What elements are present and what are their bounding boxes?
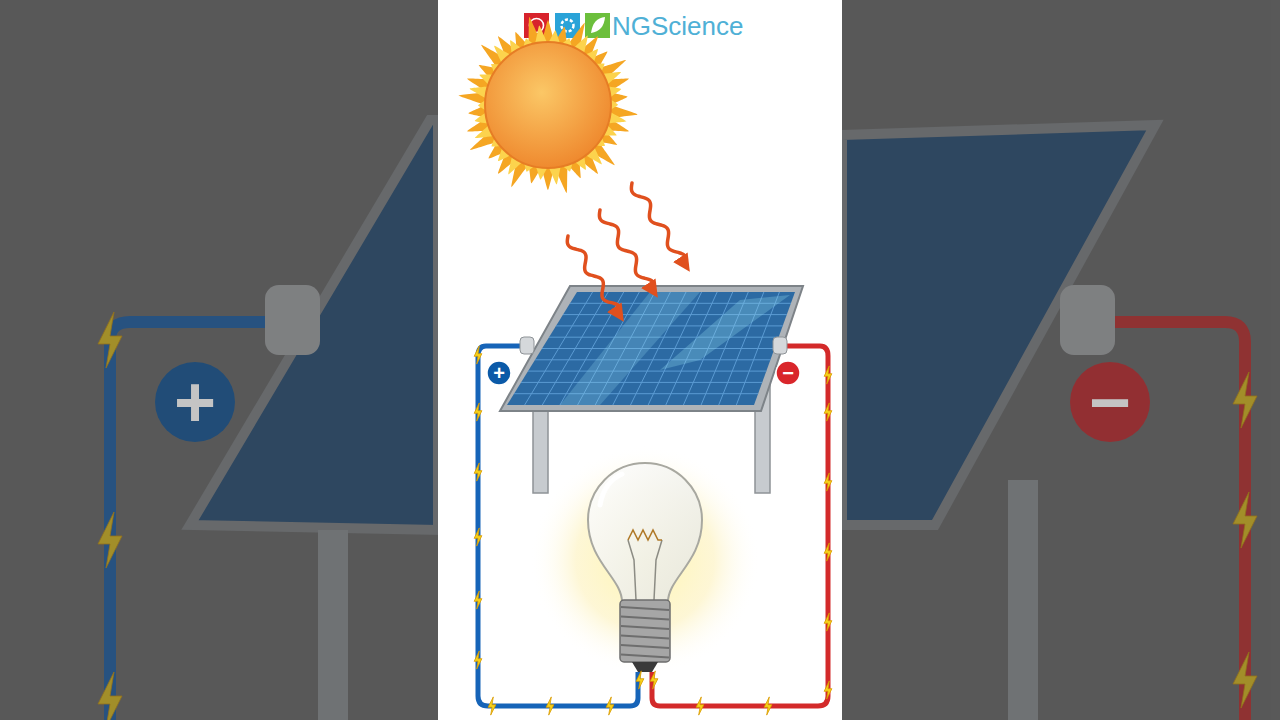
current-bolt [824, 543, 832, 561]
dim-overlay [842, 0, 1280, 720]
sunlight-wave [567, 236, 620, 316]
sun-flames [458, 17, 637, 193]
current-bolt [696, 697, 704, 715]
current-bolt [488, 697, 496, 715]
current-bolt [474, 651, 482, 669]
sunlight-wave [631, 183, 686, 266]
positive-terminal [487, 361, 511, 385]
panel-grid [514, 292, 791, 405]
current-bolt [474, 346, 482, 364]
current-bolt [824, 403, 832, 421]
sunlight-wave [599, 210, 654, 292]
panel-mount [773, 337, 787, 354]
panel-mount [520, 337, 534, 354]
negative-terminal [776, 361, 800, 385]
plus-sign: + [493, 363, 505, 383]
minus-sign: − [782, 363, 794, 383]
dim-overlay [0, 0, 438, 720]
current-bolt [824, 613, 832, 631]
background-left [0, 0, 438, 720]
current-bolt [764, 697, 772, 715]
logo-text: NGScience [612, 13, 744, 39]
panel-leg [533, 405, 548, 493]
current-bolt [824, 473, 832, 491]
bulb-glow [530, 445, 760, 675]
solar-panel-cells [507, 292, 795, 405]
panel-shine [560, 292, 700, 405]
minus-sign: − [1089, 366, 1131, 438]
background-right [842, 0, 1280, 720]
current-bolt [650, 671, 658, 689]
panel-shine [660, 295, 790, 370]
sun-flame [470, 25, 627, 184]
current-bolt [606, 697, 614, 715]
sun [485, 42, 611, 168]
current-bolt [474, 403, 482, 421]
sunlight-waves [567, 183, 686, 316]
current-bolt [824, 366, 832, 384]
current-bolts [474, 346, 832, 715]
current-bolt [546, 697, 554, 715]
current-bolt [824, 681, 832, 699]
current-bolt [474, 528, 482, 546]
white-panel [438, 0, 842, 720]
light-bulb [588, 463, 702, 672]
sun-flame [458, 17, 637, 193]
plus-sign: + [174, 366, 216, 438]
current-bolt [636, 671, 644, 689]
solar-panel-frame [500, 286, 803, 411]
current-bolt [474, 463, 482, 481]
current-bolt [474, 591, 482, 609]
